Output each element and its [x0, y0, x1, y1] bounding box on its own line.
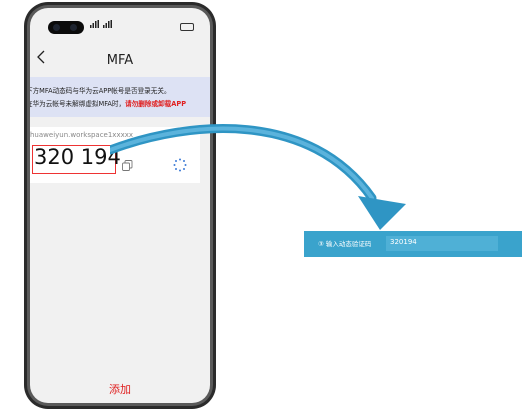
copy-icon[interactable]	[122, 160, 133, 171]
mfa-notice-banner: 下方MFA动态码与华为云APP帐号是否登录无关。 在华为云帐号未解绑虚拟MFA时…	[30, 77, 210, 117]
battery-icon	[180, 23, 194, 31]
account-name: huaweiyun.workspace1xxxxx	[30, 131, 134, 139]
add-button[interactable]: 添加	[109, 383, 131, 396]
verification-panel: ③ 输入动态验证码 320194	[304, 231, 522, 257]
notice-line-1: 下方MFA动态码与华为云APP帐号是否登录无关。	[30, 87, 171, 95]
verification-code-value: 320194	[390, 238, 417, 246]
code-highlight-box	[32, 145, 116, 174]
countdown-icon	[173, 158, 187, 172]
flow-arrow-icon	[110, 124, 406, 230]
verification-code-input[interactable]	[386, 236, 498, 251]
camera-cutout	[48, 21, 84, 34]
signal-icon	[90, 20, 116, 30]
camera-lens-icon	[53, 24, 60, 31]
mfa-code: 320 194	[34, 145, 121, 169]
signal-bars-icon	[90, 20, 112, 28]
phone-screen: MFA 下方MFA动态码与华为云APP帐号是否登录无关。 在华为云帐号未解绑虚拟…	[30, 8, 210, 403]
notice-warning: 请勿删除或卸载APP	[125, 100, 187, 108]
notice-line-2-text: 在华为云帐号未解绑虚拟MFA时，	[30, 100, 126, 108]
camera-lens-icon	[70, 24, 77, 31]
notice-line-2: 在华为云帐号未解绑虚拟MFA时，请勿删除或卸载APP	[30, 98, 186, 108]
back-arrow-icon[interactable]	[36, 50, 46, 64]
step-label: ③ 输入动态验证码	[318, 240, 372, 248]
page-title: MFA	[106, 53, 134, 68]
